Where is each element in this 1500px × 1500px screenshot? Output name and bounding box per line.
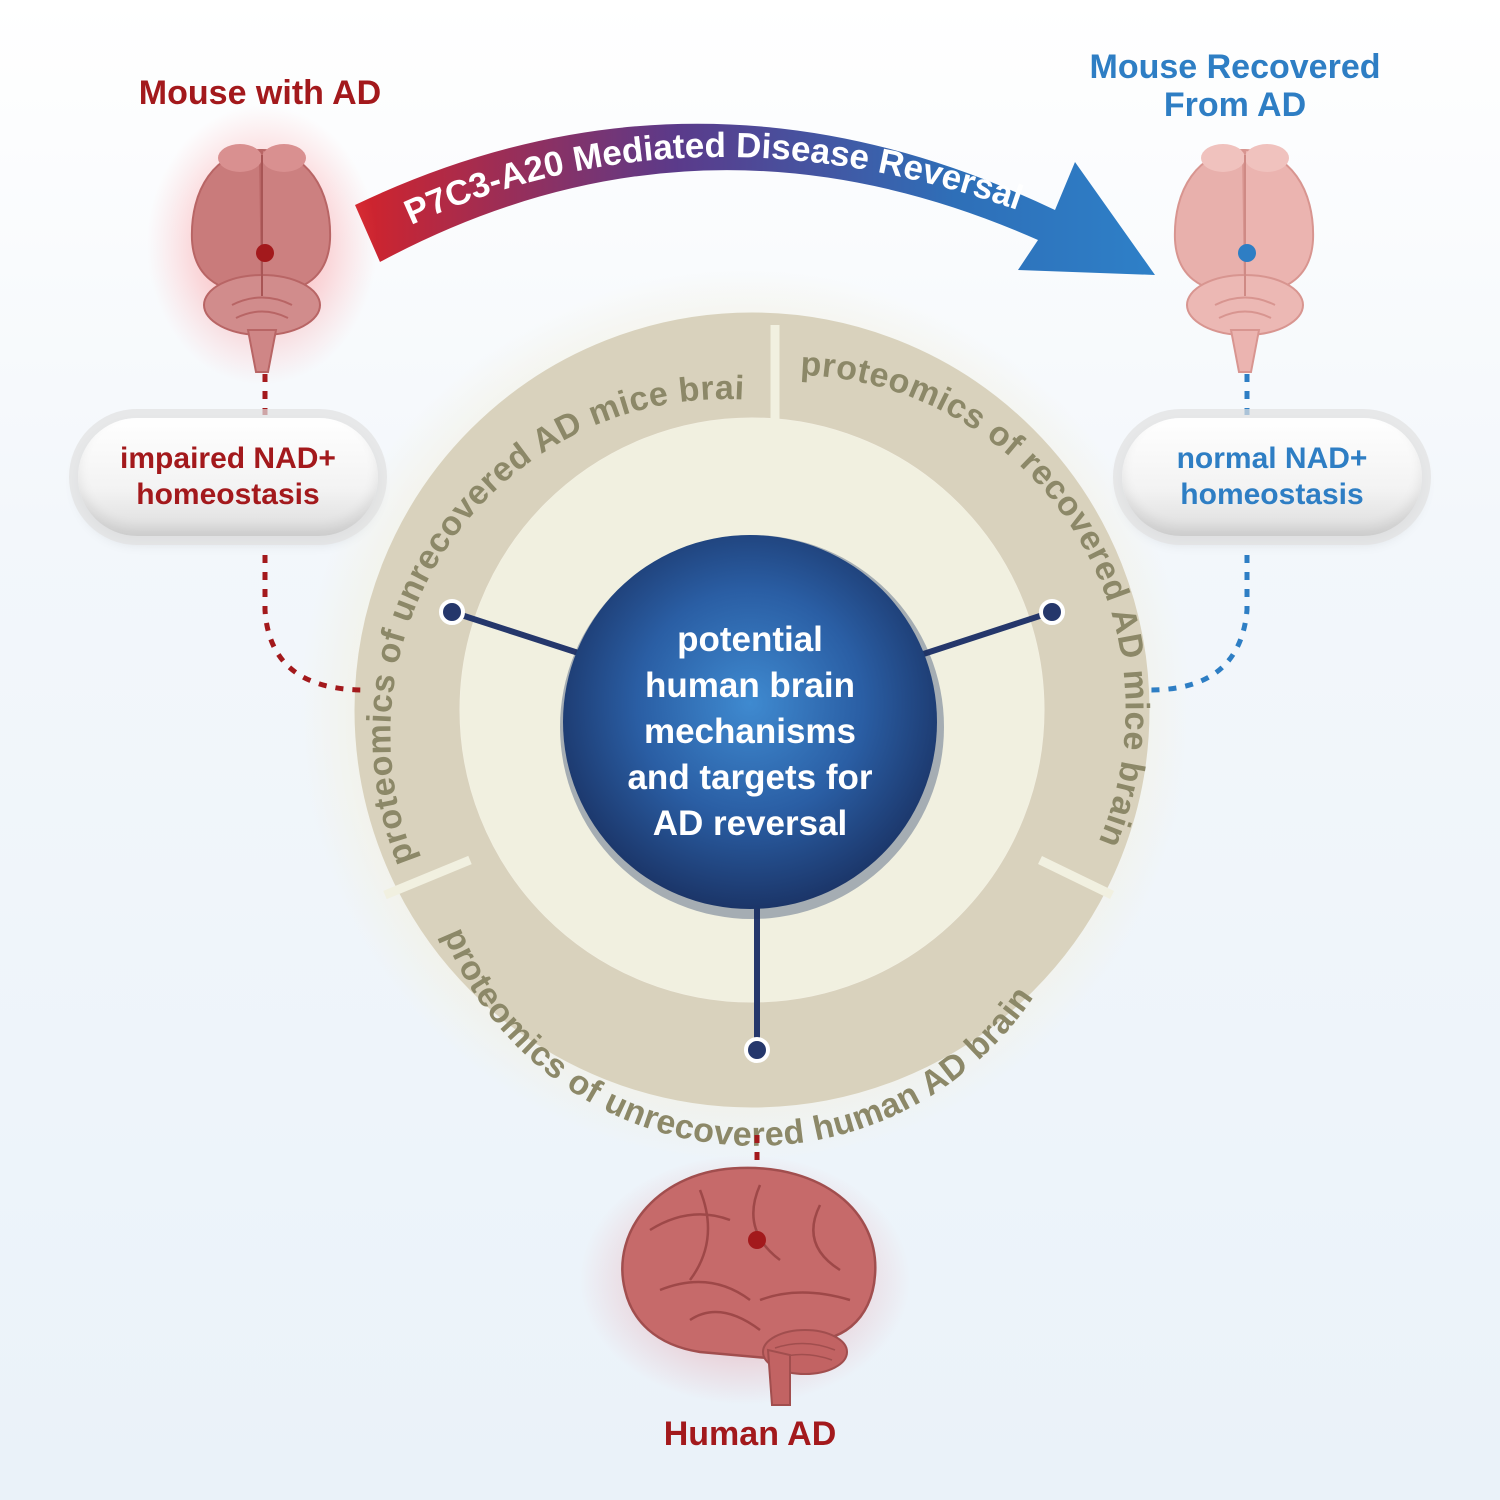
reversal-arrow-label: P7C3-A20 Mediated Disease Reversal [399, 126, 1028, 233]
ring-divider-left [383, 855, 472, 900]
ring-divider-right [1038, 855, 1114, 900]
center-circle [563, 535, 937, 909]
center-line1: potential [677, 620, 823, 659]
normal-nad-pill: normal NAD+ homeostasis [1122, 418, 1422, 536]
connector-node-left [439, 599, 465, 625]
normal-nad-line1: normal NAD+ [1176, 442, 1368, 475]
mouse-ad-marker [256, 244, 274, 262]
mouse-with-ad-label: Mouse with AD [138, 74, 382, 112]
mouse-recovered-label-line2: From AD [1163, 86, 1307, 125]
center-line4: and targets for [627, 758, 873, 797]
center-line5: AD reversal [652, 804, 848, 843]
center-line2: human brain [644, 666, 856, 705]
mouse-recovered-label: Mouse Recovered From AD [1060, 48, 1410, 124]
human-ad-marker [748, 1231, 766, 1249]
impaired-nad-line1: impaired NAD+ [120, 442, 336, 475]
center-mechanisms-text: potential human brain mechanisms and tar… [575, 602, 925, 862]
mouse-recovered-label-line1: Mouse Recovered [1089, 48, 1381, 86]
connector-right [904, 609, 1053, 663]
mouse-brain-recovered-icon [1173, 144, 1315, 373]
connector-node-right [1039, 599, 1065, 625]
reversal-arrow [355, 123, 1155, 275]
dotted-line-right [1149, 255, 1250, 693]
center-line3: mechanisms [643, 712, 857, 751]
impaired-nad-pill: impaired NAD+ homeostasis [78, 418, 378, 536]
connector-left [451, 609, 601, 663]
connector-node-bottom [744, 1037, 770, 1063]
dotted-line-left [262, 255, 366, 693]
human-brain-icon [580, 1155, 910, 1406]
human-ad-label: Human AD [663, 1415, 837, 1453]
mouse-recovered-marker [1238, 244, 1256, 262]
normal-nad-line2: homeostasis [1180, 478, 1364, 511]
impaired-nad-line2: homeostasis [136, 478, 320, 511]
